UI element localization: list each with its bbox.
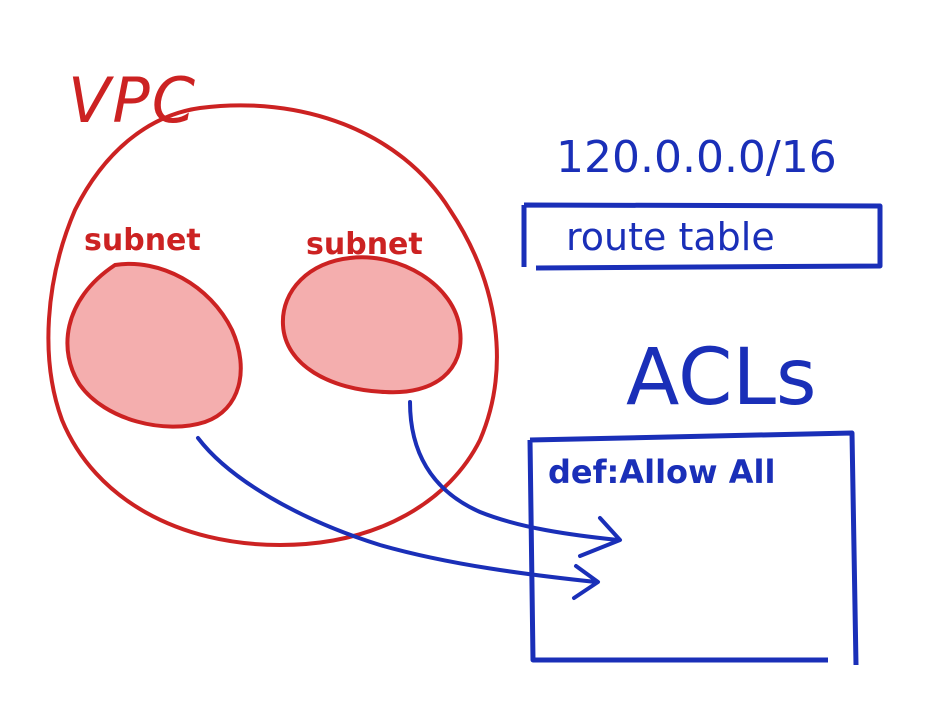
vpc-boundary (46, 103, 499, 547)
acl-rule: def:Allow All (548, 453, 775, 491)
arrowhead-1 (578, 516, 622, 558)
arrowhead-2 (572, 564, 600, 600)
arrow-subnet2-to-acl (408, 400, 620, 542)
route-table-label: route table (566, 215, 775, 259)
arrow-subnet1-to-acl (196, 436, 598, 584)
subnet-blob-1 (65, 261, 243, 429)
subnet-label-1: subnet (84, 223, 201, 258)
acls-title: ACLs (626, 333, 817, 423)
cidr-label: 120.0.0.0/16 (556, 132, 837, 183)
subnet-blob-2 (280, 255, 463, 395)
acl-box (527, 430, 859, 666)
route-table-box (521, 202, 883, 271)
vpc-label: VPC (68, 64, 197, 137)
